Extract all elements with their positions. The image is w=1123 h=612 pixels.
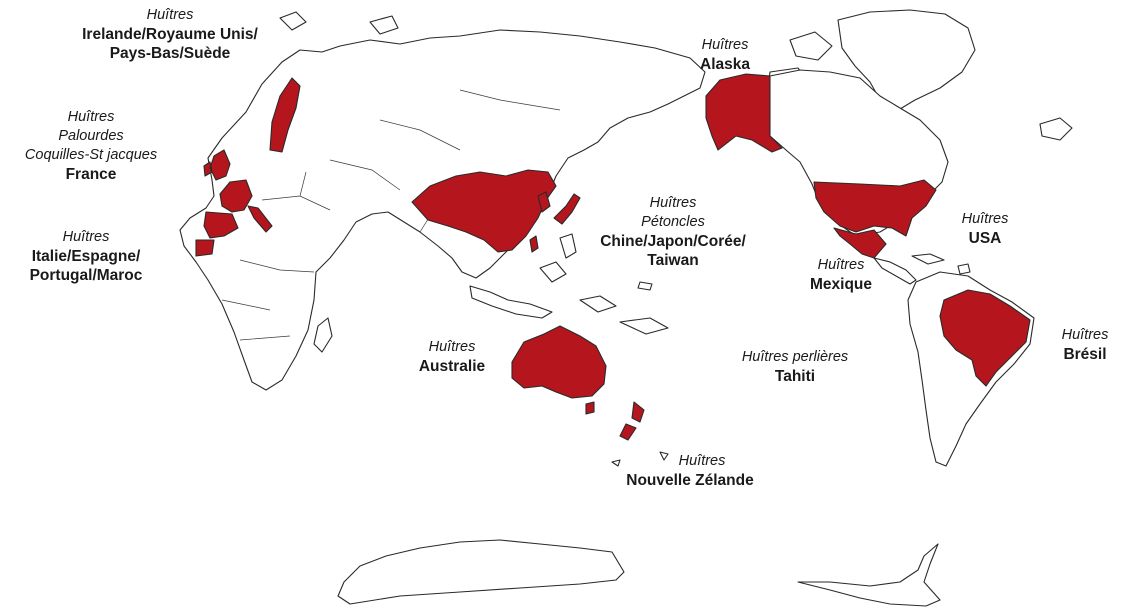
label-usa: Huîtres USA [961,211,1009,247]
tasmania [585,401,595,415]
antarctica-east [797,543,941,607]
antarctica-west [337,539,625,605]
japan [553,193,581,225]
label-east-asia: Huîtres Pétoncles Chine/Japon/Corée/ Tai… [600,195,746,269]
label-north-europe: Huîtres Irelande/Royaume Unis/ Pays-Bas/… [82,7,258,62]
central-america [873,253,971,285]
sweden [269,77,301,153]
se-asia-islands [469,233,669,335]
iceland [1039,117,1073,141]
alaska [705,73,783,153]
svalbard [279,11,399,35]
label-australia: Huîtres Australie [418,339,486,375]
korea [537,191,551,213]
label-south-europe: Huîtres Italie/Espagne/ Portugal/Maroc [29,229,143,284]
label-new-zealand: Huîtres Nouvelle Zélande [626,453,754,489]
usa [813,179,937,237]
taiwan [529,235,539,253]
madagascar [313,317,333,353]
western-europe [195,179,273,257]
label-france: Huîtres Palourdes Coquilles-St jacques F… [24,109,158,183]
label-mexico: Huîtres Mexique [809,257,872,293]
australia [511,325,607,399]
pacific-islands [611,281,669,467]
brazil [939,289,1031,387]
uk-ireland [203,149,231,181]
label-tahiti: Huîtres perlières Tahiti [741,349,849,385]
greenland [837,9,976,113]
new-zealand [619,401,645,441]
label-brazil: Huîtres Brésil [1061,327,1109,363]
label-alaska: Huîtres Alaska [700,37,750,73]
